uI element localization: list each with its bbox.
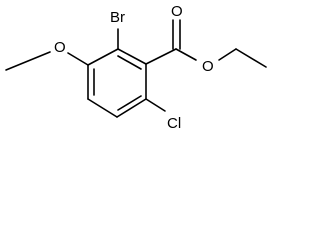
ring-double-bond-inner-1 [117,55,142,70]
bond-c3-o-methoxy [67,52,89,66]
bond-ch2-ch3 [235,48,267,68]
bromine-label: Br [110,9,125,26]
ring-bond-c1-c2 [117,48,147,65]
bond-c1-carbonyl-carbon [145,48,177,65]
ring-bond-c2-c3 [87,48,119,66]
ring-double-bond-inner-3 [117,95,142,111]
atom-labels: Br O O O Cl [54,3,214,132]
chlorine-label: Cl [167,115,181,132]
chemical-structure: Br O O O Cl [5,3,267,132]
bond-carbonyl-ester-o [175,48,197,61]
substituent-bonds [5,19,267,112]
benzene-ring [87,48,147,118]
ring-bond-c5-c6 [116,98,147,118]
bond-c6-cl [145,98,166,112]
bond-o-methyl [5,51,51,71]
ester-oxygen-label: O [202,58,214,75]
carbonyl-oxygen-label: O [171,3,183,20]
ring-bond-c4-c5 [87,98,118,118]
bond-ester-o-ch2 [218,48,237,61]
methoxy-oxygen-label: O [54,39,66,56]
